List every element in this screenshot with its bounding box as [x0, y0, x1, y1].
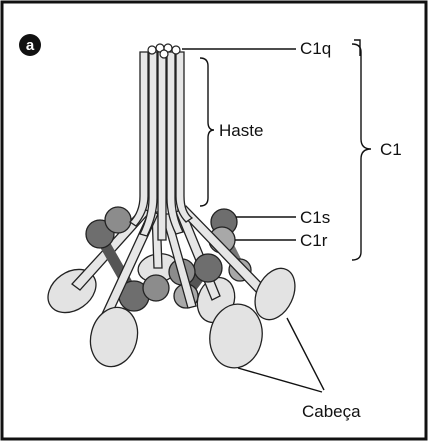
- strand-end: [160, 50, 168, 58]
- c1s-subunit: [105, 207, 131, 233]
- panel-letter: a: [26, 37, 35, 54]
- haste-strand: [158, 52, 166, 240]
- label-c1q: C1q: [300, 39, 331, 58]
- c1r-subunit: [194, 254, 222, 282]
- panel-letter-badge: a: [19, 34, 41, 56]
- strand-end: [172, 46, 180, 54]
- label-c1: C1: [380, 140, 402, 159]
- strand-end: [148, 46, 156, 54]
- label-c1s: C1s: [300, 208, 330, 227]
- label-c1r: C1r: [300, 231, 328, 250]
- c1s-subunit: [143, 275, 169, 301]
- label-cabeca: Cabeça: [302, 402, 361, 421]
- label-haste: Haste: [219, 121, 263, 140]
